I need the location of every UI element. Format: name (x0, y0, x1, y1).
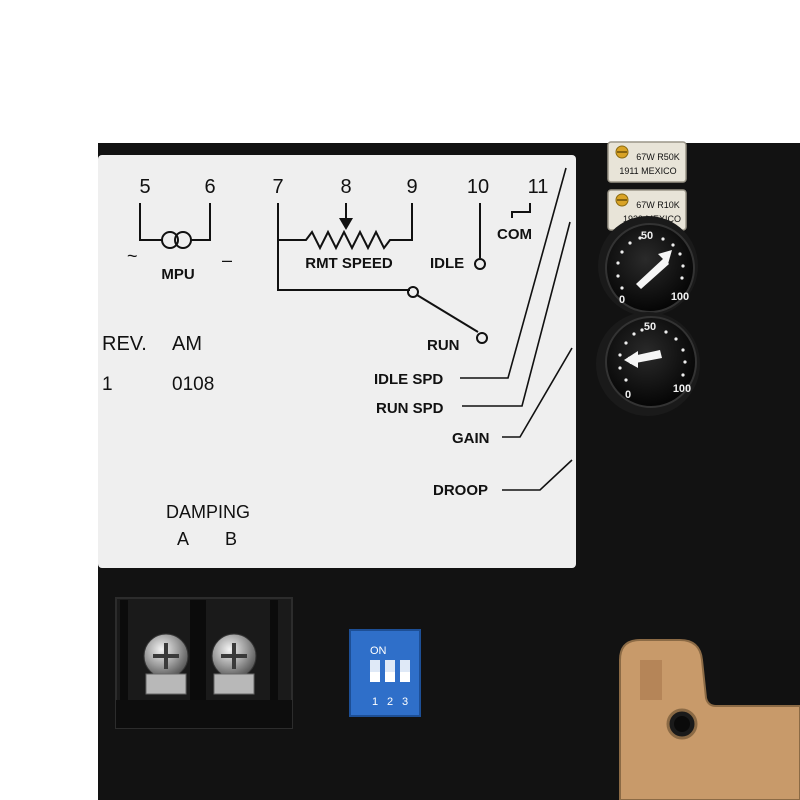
terminal-7-label: 7 (272, 176, 283, 198)
terminal-8-label: 8 (340, 176, 351, 198)
trimmer-1-line1: 67W R50K (636, 152, 680, 162)
droop-label: DROOP (433, 482, 488, 499)
dial-1-ticks (616, 236, 685, 290)
screw-terminal-a[interactable] (143, 633, 189, 695)
com-label: COM (497, 226, 532, 243)
rev-value: AM (172, 333, 202, 355)
terminal-11-label: 11 (528, 176, 549, 198)
terminal-block (115, 597, 293, 729)
damping-label: DAMPING (166, 502, 250, 522)
damping-a-label: A (177, 529, 189, 549)
part-code: 0108 (172, 374, 214, 395)
trimmer-r50k[interactable]: 67W R50K 1911 MEXICO (607, 141, 687, 183)
droop-dial[interactable]: 50 0 100 (596, 312, 700, 416)
gain-label: GAIN (452, 430, 490, 447)
label-panel (98, 155, 576, 568)
wiper-arrow (339, 218, 353, 230)
leader-lines (460, 167, 573, 491)
trimmer-2-line1: 67W R10K (636, 200, 680, 210)
terminal-5-label: 5 (139, 176, 150, 198)
dip-position-1: 1 (372, 696, 378, 708)
dip-position-2: 2 (387, 696, 393, 708)
dial-2-top: 50 (644, 321, 656, 333)
terminal-10-label: 10 (467, 176, 489, 198)
dip-position-3: 3 (402, 696, 408, 708)
idle-label: IDLE (430, 255, 464, 272)
idle-run-switch (407, 203, 531, 344)
dial-1-top: 50 (641, 230, 653, 242)
trimmer-1-line2: 1911 MEXICO (619, 166, 676, 176)
dip-switch[interactable]: ON 1 2 3 (349, 629, 421, 717)
mpu-schematic (139, 203, 211, 249)
dip-on-label: ON (370, 645, 387, 657)
gain-dial[interactable]: 50 0 100 (598, 216, 698, 316)
mpu-label: MPU (161, 266, 194, 283)
mpu-dash: – (222, 250, 232, 270)
damping-b-label: B (225, 529, 237, 549)
rmt-speed-label: RMT SPEED (305, 255, 393, 272)
dial-2-ticks (618, 328, 687, 382)
dial-2-left: 0 (625, 389, 631, 401)
dial-2-right: 100 (673, 383, 691, 395)
dial-1-left: 0 (619, 294, 625, 306)
dial-1-right: 100 (671, 291, 689, 303)
run-label: RUN (427, 337, 460, 354)
terminal-6-label: 6 (204, 176, 215, 198)
mpu-tilde: ~ (127, 246, 138, 266)
rev-label: REV. (102, 333, 147, 355)
terminal-9-label: 9 (406, 176, 417, 198)
screw-terminal-b[interactable] (211, 633, 257, 695)
tan-housing-corner (619, 639, 800, 800)
run-spd-label: RUN SPD (376, 400, 444, 417)
idle-spd-label: IDLE SPD (374, 371, 443, 388)
part-prefix: 1 (102, 374, 113, 395)
